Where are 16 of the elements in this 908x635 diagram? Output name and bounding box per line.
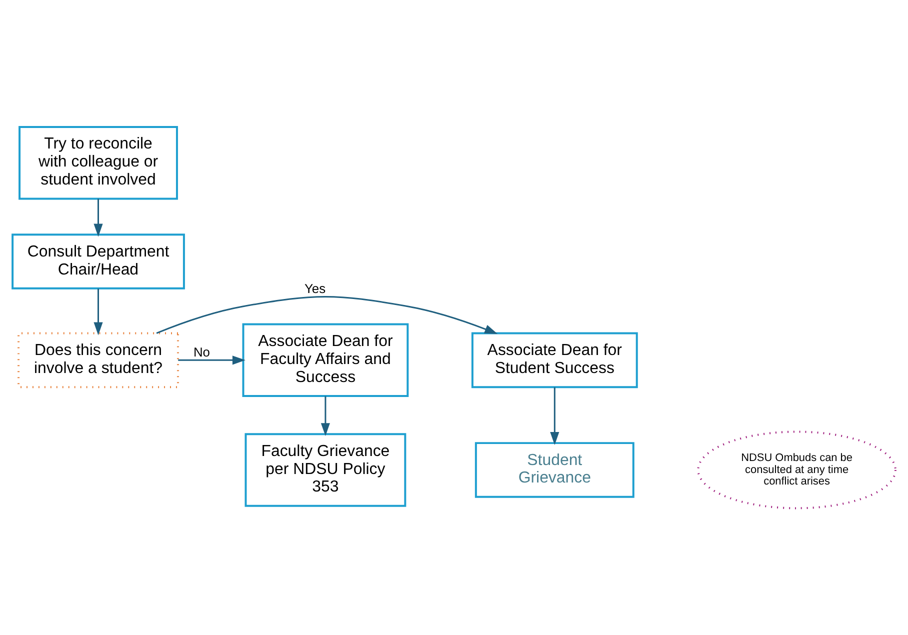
arrow (550, 387, 560, 445)
edge-label: Yes (304, 281, 326, 296)
node-box: Associate Dean for Student Success (471, 332, 638, 388)
arrow (94, 198, 103, 237)
node-box: Associate Dean for Faculty Affairs and Success (242, 323, 409, 398)
node-box: Faculty Grievance per NDSU Policy 353 (244, 433, 406, 507)
node-box: Consult Department Chair/Head (12, 234, 185, 290)
arrow (178, 356, 246, 365)
node-ellipse: NDSU Ombuds can be consulted at any time conflict arises (697, 430, 896, 510)
arrow (320, 396, 330, 436)
node-box: Try to reconcile with colleague or student involved (18, 126, 178, 200)
arrow (156, 296, 498, 334)
arrow (94, 288, 103, 336)
node-box: Does this concern involve a student? (18, 332, 179, 388)
node-box: Student Grievance (474, 442, 634, 498)
edge-label: No (193, 344, 210, 360)
